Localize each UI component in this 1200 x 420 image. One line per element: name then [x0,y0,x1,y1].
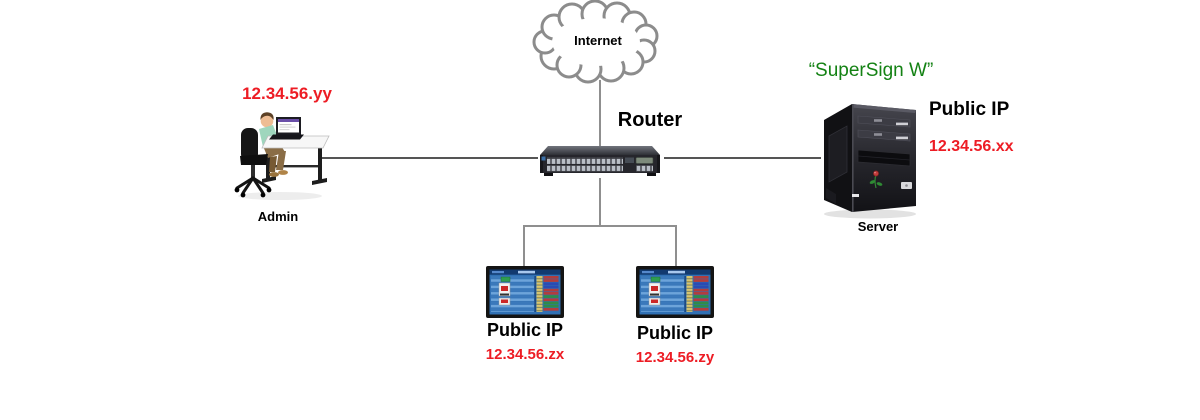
server-name: “SuperSign W” [808,60,934,81]
server-ip: 12.34.56.xx [929,138,1014,155]
router-label: Router [617,109,683,131]
display-left-public-ip-label: Public IP [486,320,564,340]
server-public-ip-label: Public IP [929,99,1010,120]
display-right-ip: 12.34.56.zy [635,349,715,366]
display-right-public-ip-label: Public IP [636,323,714,343]
link-internet-router [599,80,601,146]
internet-label: Internet [574,33,622,48]
admin-ip: 12.34.56.yy [242,84,332,103]
link-bus-display-right [675,225,677,267]
signage-screen-icon [486,266,564,318]
display-left-ip: 12.34.56.zx [485,346,565,363]
tower-pc-icon [824,104,916,219]
link-router-server [664,157,821,159]
link-displays-bus [523,225,677,227]
rack-switch-icon [540,146,660,176]
person-at-desk-icon [234,112,330,200]
link-router-bus [599,178,601,226]
admin-label: Admin [257,209,299,224]
server-label: Server [857,219,899,234]
cloud-icon [532,0,659,84]
link-bus-display-left [523,225,525,267]
link-admin-router [320,157,538,159]
signage-screen-icon [636,266,714,318]
